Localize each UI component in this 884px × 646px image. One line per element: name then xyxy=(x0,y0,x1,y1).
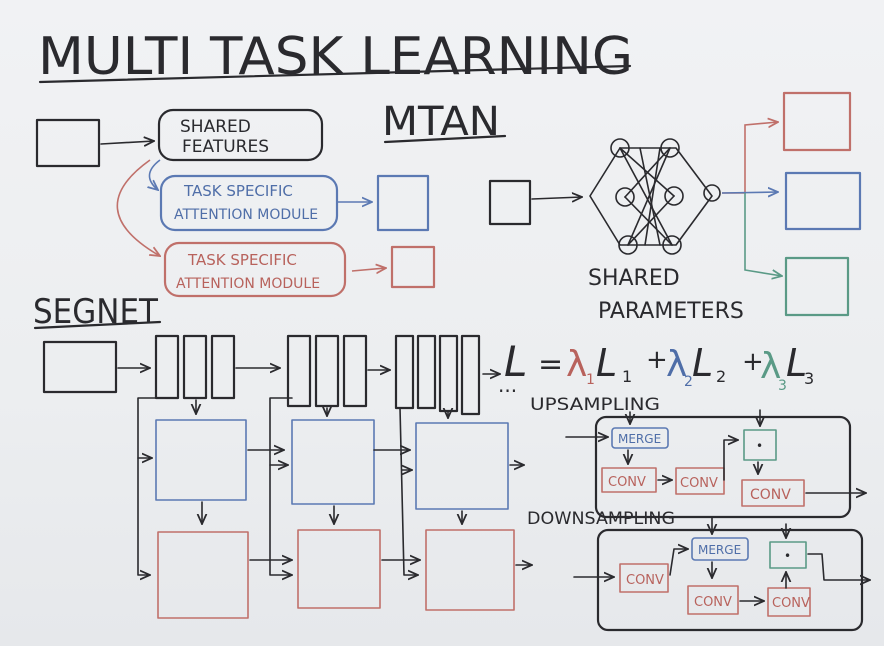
downsampling-conv-c-label: CONV xyxy=(772,596,810,611)
shared-parameters-network xyxy=(589,138,721,255)
downsampling-conv-c xyxy=(767,587,811,617)
neuron-6 xyxy=(662,235,682,255)
network-hexagon xyxy=(589,147,713,246)
mtan-underline xyxy=(383,134,507,144)
upsampling-conv-b-up xyxy=(723,440,738,481)
downsampling-dot: • xyxy=(784,549,791,563)
segnet-underline xyxy=(33,320,162,330)
attention-blue-label-1: TASK SPECIFIC xyxy=(183,182,293,200)
downsampling-merge-label: MERGE xyxy=(698,543,741,557)
task-output-green xyxy=(784,256,850,317)
loss-equals: = xyxy=(538,347,563,382)
loss-lambda-sub-1: 1 xyxy=(586,372,595,388)
attention-red-2 xyxy=(297,529,381,609)
downsampling-output-arrow xyxy=(807,553,870,580)
downsampling-conv-a xyxy=(619,563,669,593)
upsampling-conv-c-label: CONV xyxy=(750,487,791,503)
upsampling-frame xyxy=(594,415,852,519)
encoder-block-1 xyxy=(154,334,236,400)
arrow-input-to-network xyxy=(531,197,582,199)
arrow-red-attention-out xyxy=(351,268,386,271)
loss-plus-3: + xyxy=(742,347,764,377)
title-underline xyxy=(38,64,632,84)
loss-term-1: L xyxy=(596,341,617,385)
loss-term-sub-2: 2 xyxy=(716,367,726,386)
arrow-to-task-blue xyxy=(721,192,778,193)
encoder-block-3 xyxy=(394,334,481,416)
attention-blue-label-2: ATTENTION MODULE xyxy=(174,207,318,223)
loss-lambda-sub-2: 2 xyxy=(684,374,693,390)
upsampling-dot-box xyxy=(743,429,777,461)
attention-red-label-1: TASK SPECIFIC xyxy=(187,251,297,269)
upsampling-dot: • xyxy=(756,439,763,453)
loss-term-sub-1: 1 xyxy=(622,367,632,386)
attention-module-blue xyxy=(159,174,339,232)
shared-parameters-label-2: PARAMETERS xyxy=(598,299,744,324)
downsampling-dot-box xyxy=(769,541,807,569)
segnet-input-box xyxy=(42,340,118,394)
upsampling-conv-a-label: CONV xyxy=(608,475,646,490)
attention-red-3 xyxy=(425,529,515,611)
shared-features-label-1: SHARED xyxy=(180,117,251,137)
loss-lambda-2: λ xyxy=(666,344,687,385)
red-output-box xyxy=(390,245,436,289)
arrow-to-task-green xyxy=(744,193,782,276)
upsampling-conv-b xyxy=(675,467,725,495)
attention-module-red xyxy=(163,241,347,298)
downsampling-conv-b xyxy=(687,585,739,615)
network-input-box xyxy=(488,179,532,226)
loss-term-sub-3: 3 xyxy=(804,369,814,388)
shared-features-label-2: FEATURES xyxy=(182,137,269,157)
blue-output-box xyxy=(376,174,430,232)
network-edges xyxy=(619,147,675,246)
downsampling-heading: DOWNSAMPLING xyxy=(527,509,675,529)
attention-red-label-2: ATTENTION MODULE xyxy=(176,276,320,292)
downsampling-merge-box xyxy=(691,537,749,561)
neuron-3 xyxy=(618,235,638,255)
arrow-to-task-red xyxy=(722,122,778,194)
neuron-2 xyxy=(615,187,635,207)
branch-line-2 xyxy=(269,397,292,575)
arrow-shared-to-blue-attention xyxy=(149,159,161,190)
upsampling-merge-label: MERGE xyxy=(618,432,661,446)
neuron-4 xyxy=(660,138,680,158)
upsampling-conv-a xyxy=(601,467,657,493)
downsampling-conv-a-label: CONV xyxy=(626,573,664,588)
input-box xyxy=(35,118,101,168)
loss-lambda-1: λ xyxy=(566,344,587,385)
upsampling-merge-box xyxy=(611,427,669,449)
branch-line-1 xyxy=(137,397,161,575)
neuron-1 xyxy=(610,138,630,158)
shared-features-box xyxy=(157,108,324,162)
task-output-red xyxy=(782,91,852,152)
task-output-blue xyxy=(784,171,862,231)
shared-parameters-label-1: SHARED xyxy=(588,266,680,291)
arrow-shared-to-red-attention xyxy=(116,159,160,256)
loss-plus-2: + xyxy=(646,345,668,375)
upsampling-heading: UPSAMPLING xyxy=(530,395,660,415)
loss-lhs: L xyxy=(504,337,527,386)
downsampling-conv-b-label: CONV xyxy=(694,595,732,610)
loss-lambda-sub-3: 3 xyxy=(778,378,787,394)
attention-red-1 xyxy=(157,531,249,619)
loss-term-2: L xyxy=(692,341,713,385)
downsampling-conv-a-up xyxy=(669,549,688,576)
attention-blue-2 xyxy=(291,419,375,505)
loss-lambda-3: λ xyxy=(760,346,781,387)
encoder-block-2 xyxy=(286,334,368,408)
attention-blue-3 xyxy=(415,422,509,510)
neuron-output xyxy=(703,184,721,202)
segnet-ellipsis: ... xyxy=(498,373,517,397)
loss-equation: L = λ 1 L 1 + λ 2 L 2 + λ 3 L 3 xyxy=(504,337,814,394)
page-title: MULTI TASK LEARNING xyxy=(38,27,633,87)
upsampling-conv-c xyxy=(741,479,805,507)
loss-term-3: L xyxy=(786,341,807,385)
attention-blue-1 xyxy=(155,419,247,501)
arrow-input-to-shared xyxy=(100,141,154,144)
neuron-5 xyxy=(664,186,684,206)
upsampling-conv-b-label: CONV xyxy=(680,476,718,491)
branch-line-3 xyxy=(399,407,418,575)
